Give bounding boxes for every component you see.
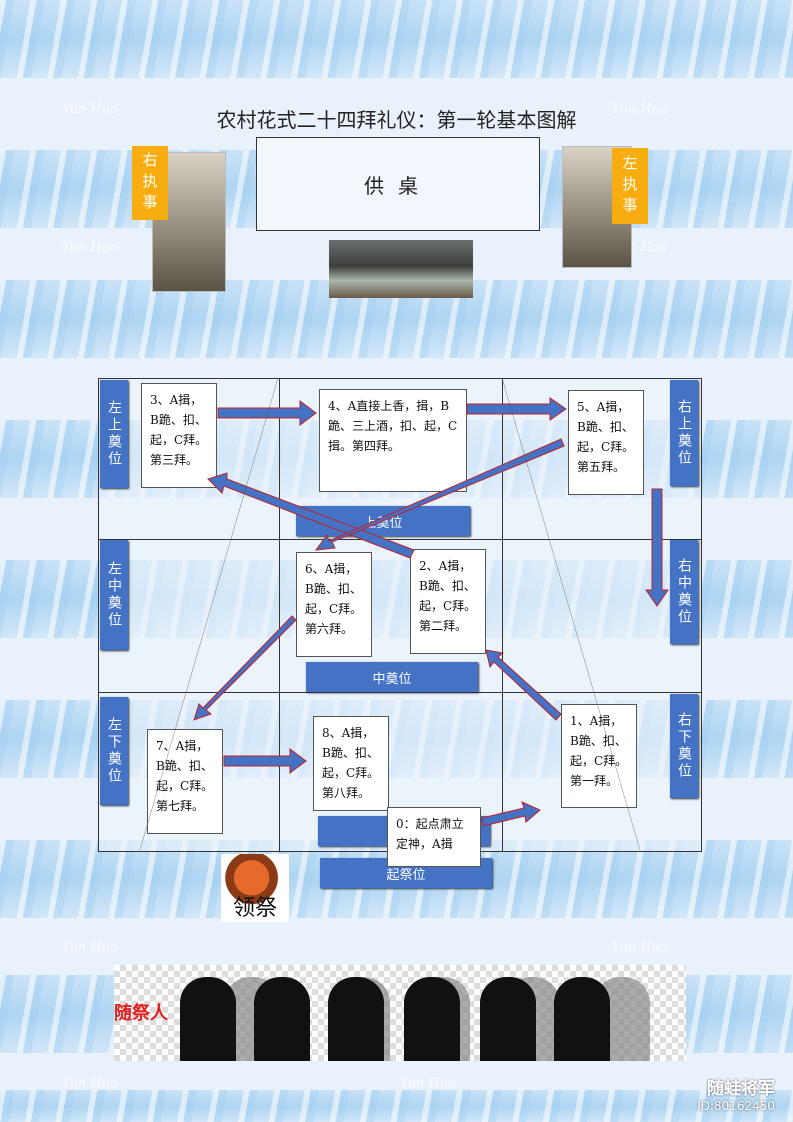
position-right-lower: 右下奠位: [670, 694, 698, 798]
grid-line: [99, 539, 701, 540]
step-6-box: 6、A揖， B跪、扣、 起，C拜。 第六拜。: [296, 552, 372, 657]
right-attendant-tag: 右执事: [132, 146, 168, 220]
position-left-middle: 左中奠位: [100, 540, 128, 650]
step-1-box: 1、A揖， B跪、扣、 起，C拜。 第一拜。: [561, 704, 637, 808]
arrow-5-to-right-middle: [645, 488, 669, 607]
step-7-box: 7、A揖， B跪、扣、 起，C拜。 第七拜。: [147, 729, 223, 834]
watermark: Yun Hua: [612, 940, 668, 955]
background-band: [0, 1090, 793, 1122]
position-left-upper: 左上奠位: [100, 380, 128, 488]
grid-line: [99, 692, 701, 693]
incense-burner-image: [329, 240, 473, 298]
watermark: Yun Hua: [62, 240, 118, 255]
followers-image: 随祭人: [114, 965, 686, 1061]
arrow-7-to-8: [223, 748, 307, 774]
follower-silhouette: [180, 977, 236, 1061]
account-id: ID:80162450: [697, 1099, 775, 1113]
follower-silhouette: [254, 977, 310, 1061]
step-2-box: 2、A揖， B跪、扣、 起，C拜。 第二拜。: [410, 549, 486, 654]
step-0-box: 0：起点肃立 定神，A揖: [387, 807, 481, 867]
account-name: 随蛙将军: [707, 1079, 775, 1099]
step-5-box: 5、A揖， B跪、扣、 起，C拜。 第五拜。: [568, 390, 644, 495]
arrow-3-to-4: [217, 400, 317, 426]
grid-line: [502, 379, 503, 851]
leader-figure: 领祭: [221, 854, 289, 922]
watermark: Yun Hua: [612, 102, 668, 117]
perspective-line: [139, 377, 279, 851]
arrow-4-to-5: [466, 397, 567, 421]
background-band: [0, 0, 793, 78]
arrow-1-to-2: [485, 649, 562, 721]
grid-line: [279, 379, 280, 851]
arrow-5-to-6: [314, 438, 565, 551]
arrow-6-to-7: [193, 615, 297, 721]
step-4-box: 4、A直接上香，揖，B 跪、三上酒，扣、起，C 揖。第四拜。: [319, 389, 467, 492]
position-left-lower: 左下奠位: [100, 697, 128, 805]
step-8-box: 8、A揖， B跪、扣、 起，C拜。 第八拜。: [313, 716, 389, 811]
follower-silhouette: [554, 977, 610, 1061]
position-right-upper: 右上奠位: [670, 380, 698, 486]
step-3-box: 3、A揖， B跪、扣、 起，C拜。 第三拜。: [141, 383, 217, 488]
perspective-line: [501, 377, 641, 851]
watermark: Yun Hua: [62, 940, 118, 955]
leader-label: 领祭: [232, 896, 277, 921]
arrow-0-to-1: [481, 801, 541, 827]
watermark: Yun Hua: [62, 1076, 118, 1091]
watermark: Yun Hua: [400, 1076, 456, 1091]
follower-silhouette: [328, 977, 384, 1061]
followers-label: 随祭人: [114, 1003, 168, 1024]
follower-silhouette: [404, 977, 460, 1061]
position-right-middle: 右中奠位: [670, 540, 698, 644]
altar-table: 供桌: [256, 137, 540, 231]
page-title: 农村花式二十四拜礼仪：第一轮基本图解: [216, 108, 577, 132]
follower-silhouette: [480, 977, 536, 1061]
arrow-2-to-3: [207, 472, 415, 559]
left-attendant-tag: 左执事: [612, 148, 648, 224]
position-middle: 中奠位: [306, 662, 478, 692]
watermark: Yun Hua: [62, 102, 118, 117]
account-credit: 随蛙将军 ID:80162450: [697, 1074, 775, 1113]
